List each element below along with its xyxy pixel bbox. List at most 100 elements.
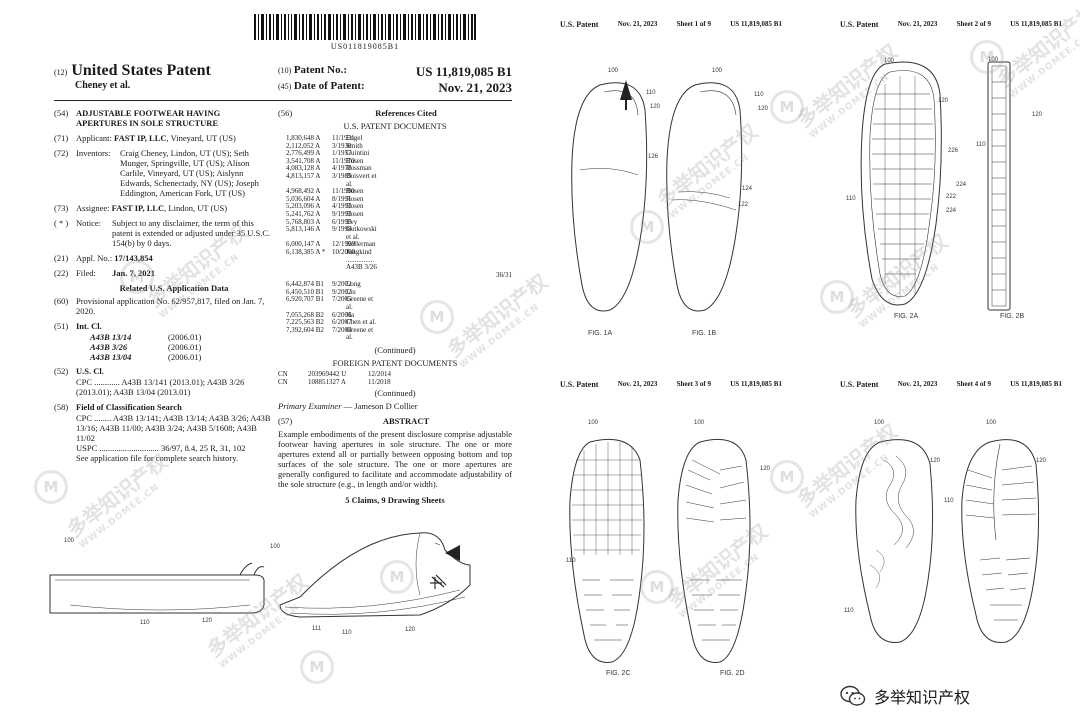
ref-numeral: 120 [760,466,771,472]
sheet-date: Nov. 21, 2023 [617,20,658,28]
ref-numeral: 126 [648,154,659,160]
sheet-us-patent: U.S. Patent [560,20,599,29]
ref-numeral: 110 [140,620,150,626]
related-data-heading: Related U.S. Application Data [119,283,229,293]
wechat-icon [840,685,866,706]
ref-numeral: 120 [938,98,949,104]
figure-label: FIG. 2B [1000,313,1025,320]
drawing-sheet-1: U.S. Patent Nov. 21, 2023 Sheet 1 of 9 U… [560,20,782,340]
appl-label: Appl. No.: [76,253,113,263]
field-code: (22) [54,268,69,278]
intcl-row: A43B 13/04(2006.01) [90,352,202,362]
claims-summary: 5 Claims, 9 Drawing Sheets [345,495,445,506]
patent-header-right: (10) Patent No.: US 11,819,085 B1 (45) D… [278,64,512,96]
uscl-label: U.S. Cl. [76,366,104,376]
patent-date: Nov. 21, 2023 [438,80,512,95]
assignee-location: , Lindon, UT (US) [164,203,228,213]
watermark-logo: M [420,300,454,334]
field-code: (58) [54,402,69,412]
ref-numeral: 100 [712,68,723,74]
field-uspc: USPC ............................ 36/97,… [76,443,246,453]
patent-no-code: (10) [278,66,292,75]
ref-numeral: 222 [946,194,957,200]
patent-number: US 11,819,085 B1 [415,64,512,79]
continued-note: (Continued) [374,345,416,356]
barcode [254,14,476,40]
provisional-text: Provisional application No. 62/957,817, … [76,296,265,316]
field-code: (54) [54,108,69,118]
ref-numeral: 110 [342,630,352,636]
notice-label: Notice: [76,218,102,228]
field-code: (57) [278,416,293,427]
continued-note: (Continued) [374,388,416,399]
front-page-drawing [49,532,471,618]
ref-numeral: 120 [1032,112,1043,118]
ref-numeral: 110 [646,90,656,96]
applicant-label: Applicant: [76,133,112,143]
sheet-patent-number: US 11,819,085 B1 [730,20,782,28]
ref-numeral: 120 [650,104,661,110]
ref-numeral: 100 [270,544,281,550]
ref-numeral: 100 [694,420,705,426]
ref-numeral: 110 [754,92,764,98]
sheet-number: Sheet 2 of 9 [956,20,992,28]
assignee-label: Assignee: [76,203,110,213]
filed-label: Filed: [76,268,96,278]
ref-numeral: 122 [738,202,749,208]
references-heading: References Cited [375,108,437,118]
watermark-logo: M [380,560,414,594]
ref-numeral: 110 [844,608,854,614]
intcl-row: A43B 13/14(2006.01) [90,332,202,342]
foreign-docs-heading: FOREIGN PATENT DOCUMENTS [332,358,458,369]
ref-numeral: 100 [874,420,885,426]
barcode-number: US011819085B1 [330,42,400,51]
ref-numeral: 110 [846,196,856,202]
ref-numeral: 224 [956,182,967,188]
references-column: (56)References Cited U.S. PATENT DOCUMEN… [278,108,512,505]
inventors-list: Craig Cheney, Lindon, UT (US); Seth Mung… [120,148,259,198]
ref-numeral: 100 [588,420,599,426]
examiner-name: — Jameson D Collier [341,401,418,412]
sheet-header: U.S. Patent Nov. 21, 2023 Sheet 1 of 9 U… [560,20,782,29]
sheet-us-patent: U.S. Patent [840,380,879,389]
figure-label: FIG. 1A [588,330,613,337]
sheet-patent-number: US 11,819,085 B1 [1010,20,1062,28]
field-code: (21) [54,253,69,263]
intcl-list: A43B 13/14(2006.01)A43B 3/26(2006.01)A43… [90,332,272,362]
applicant-location: , Vineyard, UT (US) [166,133,236,143]
document-title: United States Patent [71,62,211,79]
patent-front-page: US011819085B1 (12) United States Patent … [40,8,520,528]
field-note: See application file for complete search… [76,453,239,463]
drawing-sheet-2: U.S. Patent Nov. 21, 2023 Sheet 2 of 9 U… [840,20,1062,340]
abstract-heading: ABSTRACT [382,416,430,427]
figure-label: FIG. 2D [720,670,745,677]
field-code: (51) [54,321,69,331]
sheet-number: Sheet 1 of 9 [676,20,712,28]
sheet-number: Sheet 3 of 9 [676,380,712,388]
bibliographic-column: (54)ADJUSTABLE FOOTWEAR HAVING APERTURES… [54,108,272,468]
intcl-label: Int. Cl. [76,321,102,331]
field-code: (52) [54,366,69,376]
ref-numeral: 100 [608,68,619,74]
sheet-number: Sheet 4 of 9 [956,380,992,388]
field-code: (71) [54,133,69,143]
ref-numeral: 120 [1036,458,1047,464]
abstract-text: Example embodiments of the present discl… [278,429,512,490]
watermark-logo: M [820,280,854,314]
ref-numeral: 100 [884,58,895,64]
